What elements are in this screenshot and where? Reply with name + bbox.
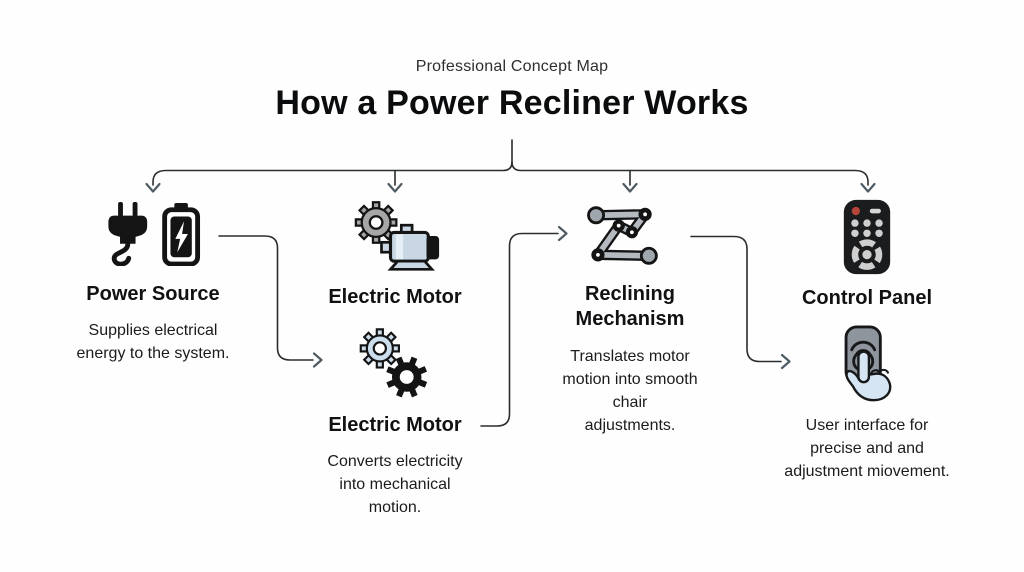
header: Professional Concept Map How a Power Rec… bbox=[0, 58, 1024, 123]
node-control-panel: Control Panel User interface for precise… bbox=[747, 199, 987, 483]
node-power-source: Power Source Supplies electrical energy … bbox=[33, 202, 273, 365]
arrowhead-down-icon bbox=[622, 182, 638, 193]
plug-battery-icon bbox=[108, 202, 201, 266]
node-label: Electric Motor bbox=[328, 286, 462, 308]
remote-control-icon bbox=[843, 199, 891, 275]
arrowhead-down-icon bbox=[145, 182, 161, 193]
node-description: Supplies electrical energy to the system… bbox=[76, 322, 230, 363]
node-label: Electric Motor bbox=[328, 414, 462, 436]
node-label: Power Source bbox=[86, 283, 220, 305]
branch-left bbox=[152, 139, 513, 186]
node-description: Translates motor motion into smooth chai… bbox=[562, 348, 698, 435]
node-description: User interface for precise and and adjus… bbox=[784, 417, 950, 481]
map-kicker: Professional Concept Map bbox=[415, 58, 609, 75]
linkage-mechanism-icon bbox=[587, 206, 658, 265]
node-reclining-mechanism: Reclining Mechanism Translates motor mot… bbox=[510, 203, 750, 437]
page-title: How a Power Recliner Works bbox=[275, 84, 749, 122]
node-label: Reclining Mechanism bbox=[575, 283, 685, 330]
arrowhead-down-icon bbox=[860, 182, 876, 193]
arrowhead-down-icon bbox=[387, 182, 403, 193]
node-electric-motor: Electric Motor bbox=[275, 200, 515, 519]
node-label: Control Panel bbox=[801, 287, 932, 309]
hand-touch-icon bbox=[844, 325, 892, 402]
double-gears-icon bbox=[359, 328, 428, 398]
branch-right bbox=[511, 161, 869, 186]
gear-motor-icon bbox=[354, 201, 440, 271]
node-description: Converts electricity into mechanical mot… bbox=[327, 453, 463, 517]
